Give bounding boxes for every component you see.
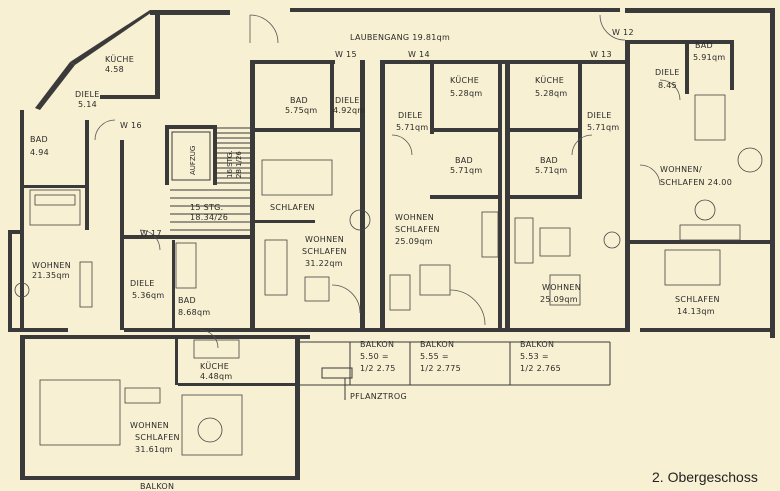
room-label-w15: W 15 xyxy=(335,50,357,59)
plan-title: 2. Obergeschoss xyxy=(652,469,758,485)
detail-lines xyxy=(170,127,611,400)
walls xyxy=(8,8,775,480)
room-label-w13: W 13 xyxy=(590,50,612,59)
room-label-schlafen-c: SCHLAFEN xyxy=(270,203,315,212)
room-label-treppe: 16 STG.28.1/26 xyxy=(226,150,243,178)
room-label-aufzug: AUFZUG xyxy=(189,146,197,175)
room-label-wohnen-f: WOHNEN/SCHLAFEN 24.00 xyxy=(660,165,732,187)
room-label-laubengang: LAUBENGANG 19.81qm xyxy=(350,33,450,42)
room-label-w16: W 16 xyxy=(120,121,142,130)
room-label-w12: W 12 xyxy=(612,28,634,37)
room-label-pflanztrog: PFLANZTROG xyxy=(350,392,407,401)
furniture xyxy=(14,94,763,456)
room-label-treppe2: 15 STG.18.34/26 xyxy=(190,203,228,222)
room-label-balkon-bottom: BALKON xyxy=(140,482,174,491)
doors xyxy=(94,14,681,349)
room-label-w14: W 14 xyxy=(408,50,430,59)
room-label-w17: W 17 xyxy=(140,229,162,238)
